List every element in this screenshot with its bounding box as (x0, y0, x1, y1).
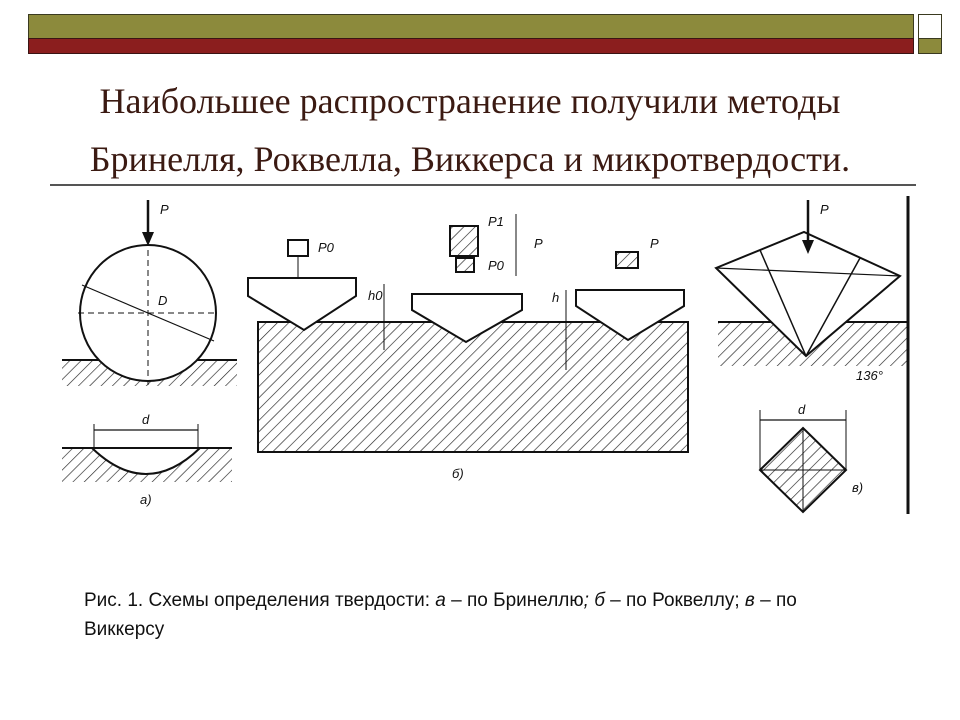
label-panel-b: б) (452, 466, 464, 481)
caption-a-text: – по Бринеллю (445, 590, 584, 611)
label-p0-1: P0 (318, 240, 335, 255)
label-print-diameter-a: d (142, 412, 150, 427)
header-corner-box-lower (918, 38, 942, 54)
label-p0-2: P0 (488, 258, 505, 273)
caption-sep: ; (583, 590, 595, 611)
header-bar-red (28, 38, 914, 54)
label-panel-a: а) (140, 492, 152, 507)
title-underline (50, 184, 916, 186)
panel-vickers: P 136° d в) (714, 196, 910, 514)
label-ball-diameter: D (158, 293, 167, 308)
caption-b: б (594, 590, 605, 611)
label-angle: 136° (856, 368, 883, 383)
caption-b-text: – по Роквеллу; (604, 590, 745, 611)
label-force-c: P (820, 202, 829, 217)
figure-caption: Рис. 1. Схемы определения твердости: а –… (84, 586, 824, 644)
label-h0: h0 (368, 288, 383, 303)
rockwell-indenter-1 (247, 277, 357, 332)
caption-prefix: Рис. 1. Схемы определения твердости: (84, 590, 436, 611)
rockwell-indenter-3 (575, 289, 685, 342)
rockwell-indenter-2 (411, 293, 523, 344)
title-line-2: Бринелля, Роквелла, Виккерса и микротвер… (89, 139, 851, 179)
label-p-b3: P (650, 236, 659, 251)
panel-brinell: P D d а) (62, 200, 237, 507)
brinell-print-crater (89, 447, 203, 475)
title-line-1: Наибольшее распространение получили мето… (99, 81, 841, 121)
label-p-b: P (534, 236, 543, 251)
label-h: h (552, 290, 559, 305)
label-force-a: P (160, 202, 169, 217)
caption-c: в (744, 590, 755, 611)
panel-rockwell: P0 h0 P1 P0 P P h б) (247, 214, 689, 481)
label-print-diameter-c: d (798, 402, 806, 417)
caption-a: а (435, 590, 446, 611)
rockwell-material (257, 321, 689, 453)
slide-title: Наибольшее распространение получили мето… (10, 72, 930, 188)
caption-c-text: – по Виккерсу (84, 590, 797, 640)
label-panel-c: в) (852, 480, 863, 495)
label-p1: P1 (488, 214, 504, 229)
